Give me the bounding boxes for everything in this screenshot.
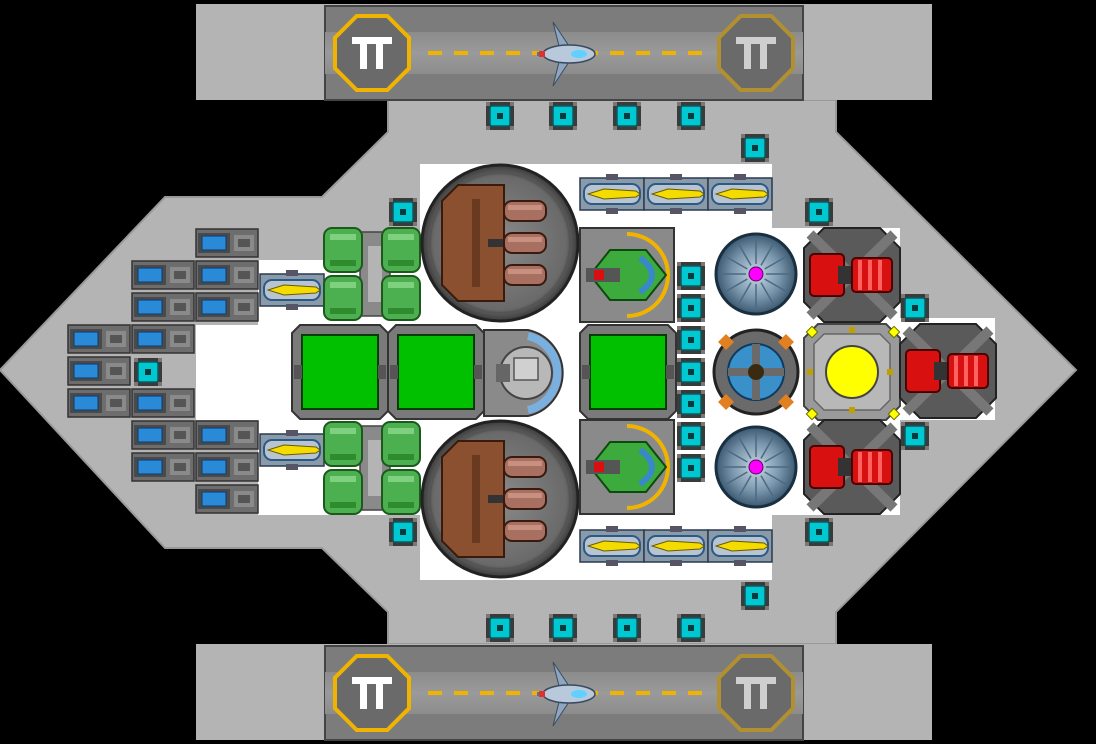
missile-launcher-icon[interactable] — [643, 174, 709, 214]
power-node-icon[interactable] — [741, 134, 769, 162]
hangar-bottom[interactable] — [324, 645, 804, 741]
thruster-icon[interactable] — [131, 452, 195, 482]
plasma-cannon-icon[interactable] — [579, 419, 675, 515]
missile-launcher-icon[interactable] — [259, 430, 325, 470]
power-node-icon[interactable] — [613, 102, 641, 130]
power-node-icon[interactable] — [677, 390, 705, 418]
power-node-icon[interactable] — [134, 358, 162, 386]
docked-fighter-icon — [537, 21, 596, 87]
heavy-turret-icon[interactable] — [420, 419, 580, 579]
power-node-icon[interactable] — [389, 198, 417, 226]
sensor-dome-icon[interactable] — [483, 329, 564, 417]
docked-fighter-icon — [537, 661, 596, 727]
cargo-bay-icon[interactable] — [387, 324, 485, 420]
thruster-icon[interactable] — [131, 388, 195, 418]
engine-module-icon[interactable] — [323, 227, 421, 321]
power-node-icon[interactable] — [677, 262, 705, 290]
thruster-icon[interactable] — [67, 388, 131, 418]
thruster-icon[interactable] — [131, 324, 195, 354]
power-node-icon[interactable] — [677, 422, 705, 450]
thruster-icon[interactable] — [195, 420, 259, 450]
landing-pad-inactive[interactable] — [717, 14, 795, 92]
power-node-icon[interactable] — [486, 102, 514, 130]
cargo-bay-icon[interactable] — [579, 324, 677, 420]
power-node-icon[interactable] — [389, 518, 417, 546]
thruster-icon[interactable] — [131, 420, 195, 450]
thruster-icon[interactable] — [195, 484, 259, 514]
power-node-icon[interactable] — [901, 422, 929, 450]
red-cannon-icon[interactable] — [803, 419, 901, 515]
power-node-icon[interactable] — [549, 102, 577, 130]
thruster-icon[interactable] — [195, 292, 259, 322]
power-node-icon[interactable] — [677, 102, 705, 130]
landing-pad-glyph-icon — [736, 677, 776, 709]
power-node-icon[interactable] — [901, 294, 929, 322]
missile-launcher-icon[interactable] — [643, 526, 709, 566]
power-node-icon[interactable] — [741, 582, 769, 610]
power-node-icon[interactable] — [677, 326, 705, 354]
plasma-cannon-icon[interactable] — [579, 227, 675, 323]
power-node-icon[interactable] — [549, 614, 577, 642]
thruster-icon[interactable] — [131, 260, 195, 290]
cargo-bay-icon[interactable] — [291, 324, 389, 420]
warp-core-icon[interactable] — [712, 328, 800, 416]
shield-generator-icon[interactable] — [714, 232, 798, 316]
missile-launcher-icon[interactable] — [707, 174, 773, 214]
power-node-icon[interactable] — [805, 518, 833, 546]
thruster-icon[interactable] — [195, 260, 259, 290]
red-cannon-icon[interactable] — [803, 227, 901, 323]
power-node-icon[interactable] — [677, 294, 705, 322]
thruster-icon[interactable] — [195, 452, 259, 482]
missile-launcher-icon[interactable] — [579, 526, 645, 566]
landing-pad-active[interactable] — [333, 654, 411, 732]
thruster-icon[interactable] — [131, 292, 195, 322]
power-node-icon[interactable] — [677, 358, 705, 386]
thruster-icon[interactable] — [67, 356, 131, 386]
landing-pad-glyph-icon — [352, 37, 392, 69]
power-node-icon[interactable] — [613, 614, 641, 642]
landing-pad-glyph-icon — [736, 37, 776, 69]
ship-components — [67, 102, 997, 642]
power-node-icon[interactable] — [677, 454, 705, 482]
engine-module-icon[interactable] — [323, 421, 421, 515]
hangar-top[interactable] — [324, 5, 804, 101]
missile-launcher-icon[interactable] — [707, 526, 773, 566]
power-node-icon[interactable] — [486, 614, 514, 642]
thruster-icon[interactable] — [195, 228, 259, 258]
thruster-icon[interactable] — [67, 324, 131, 354]
heavy-turret-icon[interactable] — [420, 163, 580, 323]
red-cannon-icon[interactable] — [899, 323, 997, 419]
reactor-icon[interactable] — [803, 323, 901, 421]
shield-generator-icon[interactable] — [714, 425, 798, 509]
landing-pad-inactive[interactable] — [717, 654, 795, 732]
missile-launcher-icon[interactable] — [259, 270, 325, 310]
landing-pad-glyph-icon — [352, 677, 392, 709]
power-node-icon[interactable] — [677, 614, 705, 642]
missile-launcher-icon[interactable] — [579, 174, 645, 214]
power-node-icon[interactable] — [805, 198, 833, 226]
landing-pad-active[interactable] — [333, 14, 411, 92]
